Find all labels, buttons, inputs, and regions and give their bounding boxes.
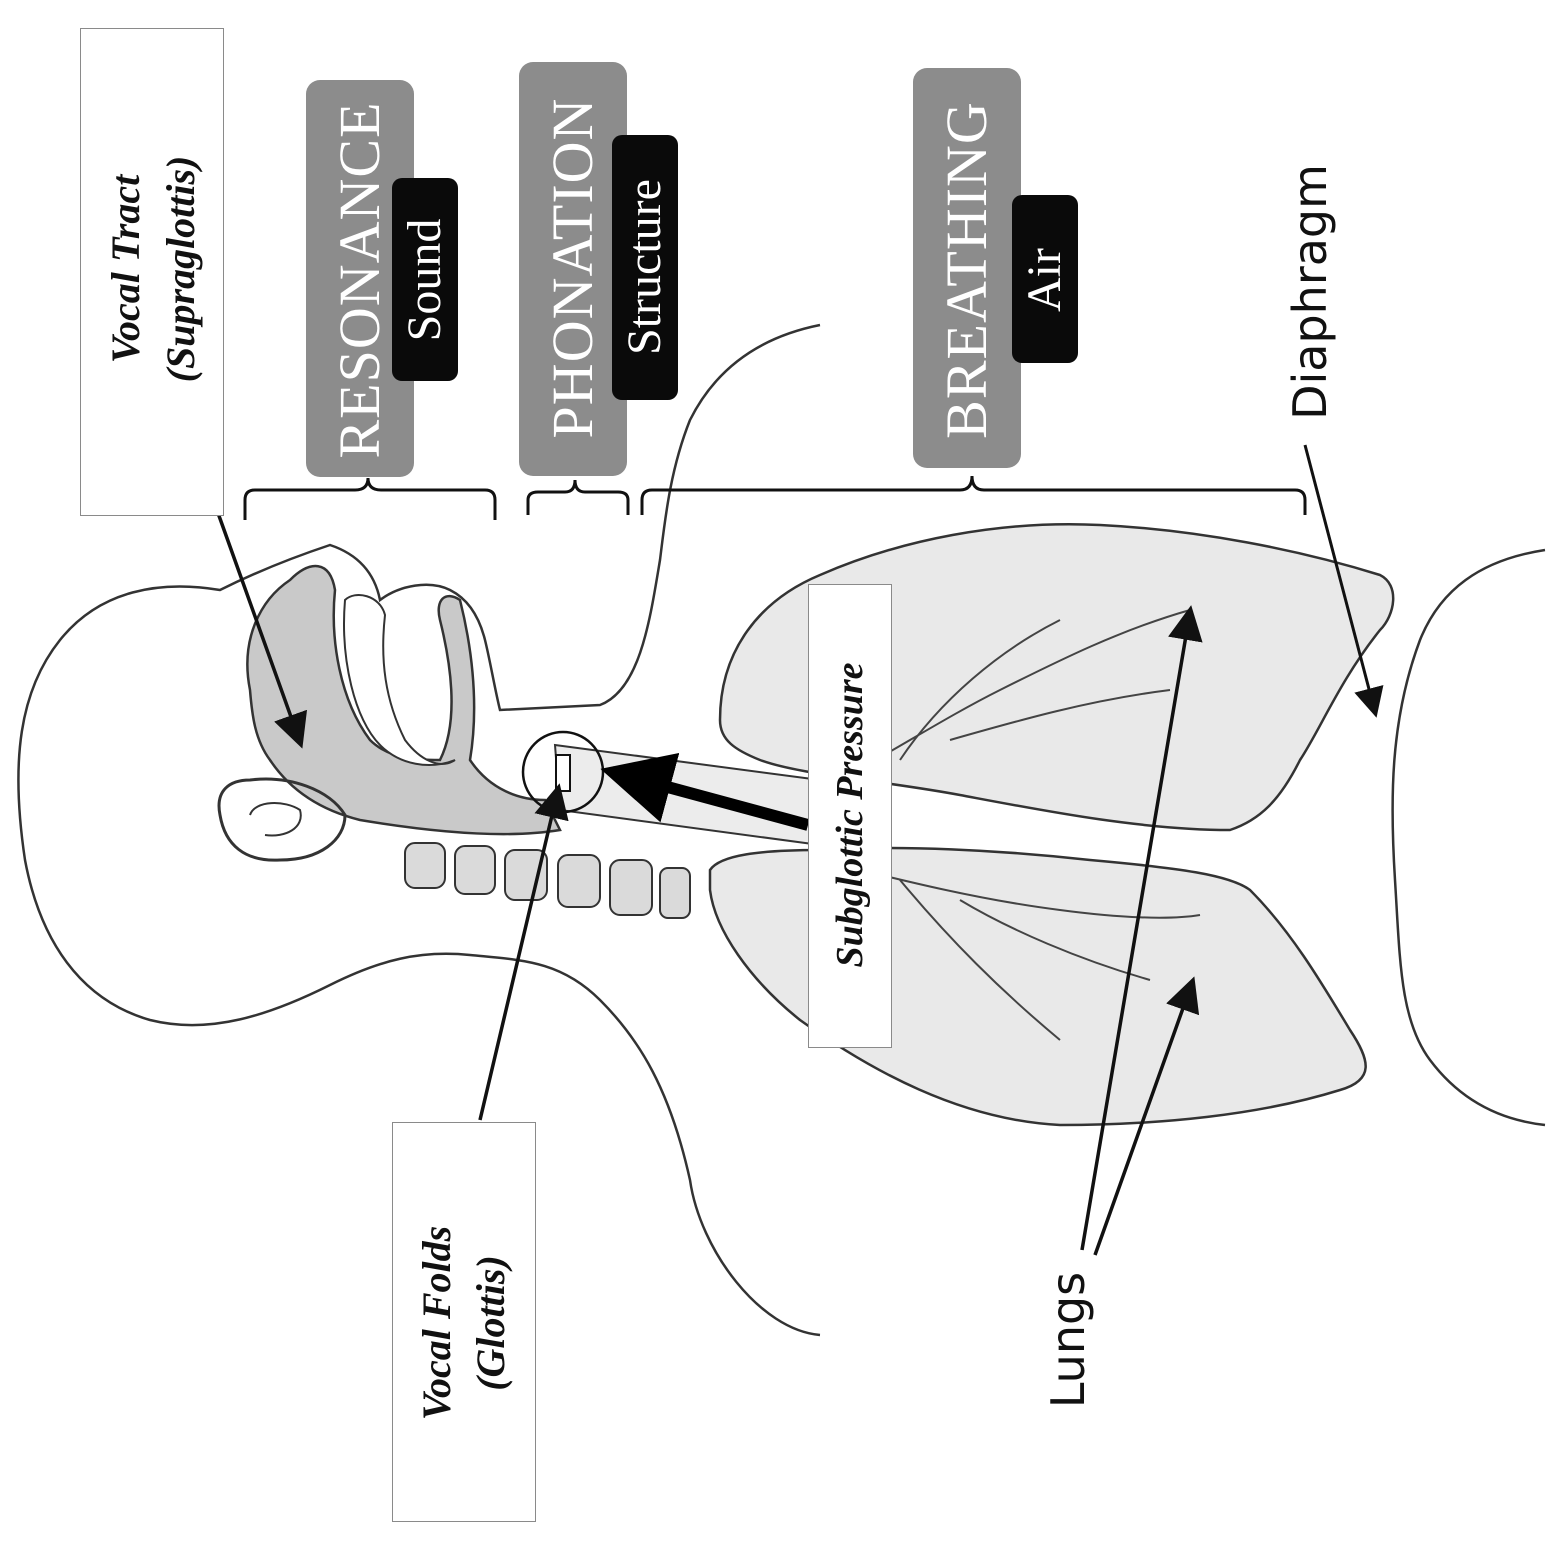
vocal-tract-arrow — [216, 512, 308, 749]
air-box — [1012, 195, 1078, 363]
braces — [243, 475, 1307, 520]
vocal-tract-shape — [246, 564, 562, 836]
resonance-label: RESONANCE — [327, 101, 392, 459]
vocal-folds-arrow — [478, 783, 569, 1121]
glottis-label: (Glottis) — [468, 1255, 513, 1391]
vocal-tract-label-box: Vocal Tract (Supraglottis) — [80, 28, 224, 516]
structure-box — [612, 135, 678, 400]
lungs-label: Lungs — [1041, 1271, 1095, 1409]
breathing-label: BREATHING — [934, 101, 999, 439]
phonation-label: PHONATION — [540, 97, 605, 439]
diaphragm-arrow — [1303, 444, 1384, 718]
structure-label: Structure — [618, 179, 671, 355]
diaphragm-label: Diaphragm — [1283, 164, 1337, 420]
breathing-box — [913, 68, 1021, 468]
phonation-box — [519, 62, 627, 476]
tongue-shape — [343, 594, 456, 766]
sound-label: Sound — [398, 218, 451, 342]
subglottic-label-box: Subglottic Pressure — [808, 584, 892, 1048]
ear-shape — [217, 777, 347, 862]
head-outline — [17, 323, 821, 1337]
vocal-folds-label-box: Vocal Folds (Glottis) — [392, 1122, 536, 1522]
spine — [404, 842, 691, 919]
glottis-mark — [555, 754, 571, 792]
subglottic-pressure-label: Subglottic Pressure — [829, 662, 871, 968]
air-label: Air — [1018, 248, 1071, 312]
lungs-arrow-lower — [1093, 976, 1200, 1256]
vocal-folds-label: Vocal Folds — [414, 1225, 459, 1421]
subglottic-arrow — [600, 752, 810, 831]
ear-inner — [249, 802, 302, 837]
torso-outline — [1391, 548, 1546, 1127]
sound-box — [392, 178, 458, 381]
lungs-arrow-upper — [1080, 605, 1203, 1251]
vocal-tract-label: Vocal Tract — [103, 174, 148, 364]
supraglottis-label: (Supraglottis) — [158, 155, 203, 383]
